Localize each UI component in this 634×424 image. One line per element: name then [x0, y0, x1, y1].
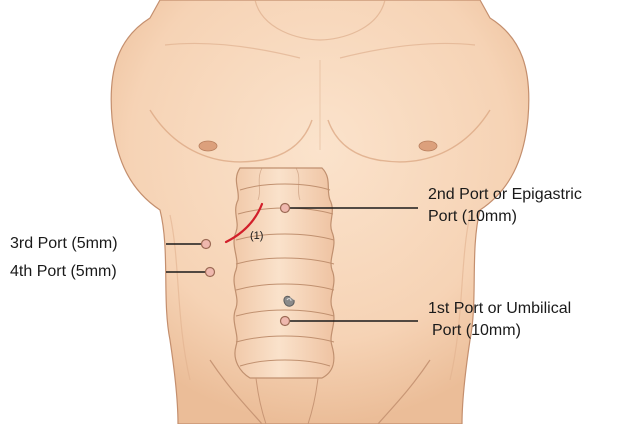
- port-4-label: 4th Port (5mm): [10, 262, 117, 281]
- port-marker-icon: [281, 204, 290, 213]
- nipple-icon: [419, 141, 437, 151]
- port-marker-icon: [202, 240, 211, 249]
- port-2-label-line2: Port (10mm): [428, 207, 517, 226]
- nipple-icon: [199, 141, 217, 151]
- port-marker-icon: [281, 317, 290, 326]
- bowel-loops: [234, 168, 334, 378]
- port-1-label-line2: Port (10mm): [432, 321, 521, 340]
- port-1-label-line1: 1st Port or Umbilical: [428, 299, 571, 318]
- incision-marker-label: (1): [250, 230, 263, 242]
- port-marker-icon: [206, 268, 215, 277]
- port-2-label-line1: 2nd Port or Epigastric: [428, 185, 582, 204]
- port-3-label: 3rd Port (5mm): [10, 234, 118, 253]
